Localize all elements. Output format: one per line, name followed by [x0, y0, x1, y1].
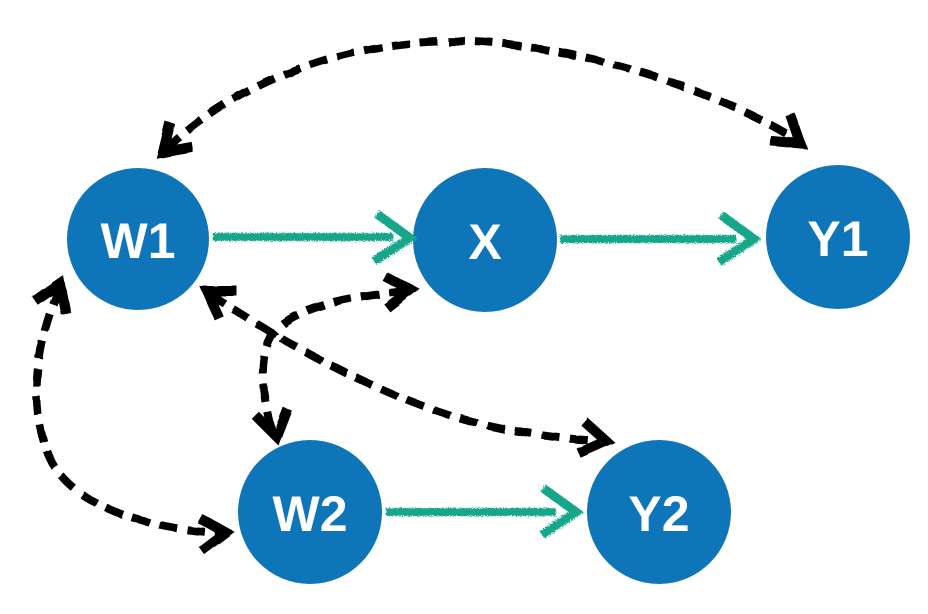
bidirected-edge-path	[207, 290, 602, 445]
node-X: X	[413, 168, 557, 312]
bidirected-edge-path	[258, 287, 408, 434]
node-label-X: X	[468, 214, 501, 270]
node-circle-X	[413, 168, 557, 312]
dashed-arrowhead-icon	[382, 271, 421, 313]
bidirected-edge-path	[163, 37, 800, 152]
dashed-arrowhead-icon	[156, 121, 194, 159]
bidirected-edge-W1-Y2	[199, 286, 616, 458]
chevron-arrowhead-icon	[539, 484, 584, 539]
node-circle-Y1	[766, 165, 910, 309]
chevron-arrowhead-icon	[371, 210, 418, 265]
dashed-arrowhead-icon	[199, 286, 237, 321]
edge-X-to-Y1	[560, 211, 762, 266]
dashed-arrowhead-icon	[769, 112, 808, 149]
dashed-arrowhead-icon	[32, 275, 71, 315]
chevron-arrowhead-icon	[716, 211, 762, 266]
node-circle-Y2	[587, 440, 731, 584]
edge-W1-to-X	[213, 210, 418, 265]
node-label-Y1: Y1	[807, 211, 868, 267]
node-label-W2: W2	[273, 486, 348, 542]
node-W1: W1	[67, 168, 209, 310]
dashed-arrowhead-icon	[576, 417, 616, 458]
node-label-W1: W1	[101, 213, 176, 269]
node-circle-W2	[238, 440, 382, 584]
bidirected-edge-W1-Y1	[156, 37, 808, 159]
node-W2: W2	[238, 440, 382, 584]
bidirected-edge-path	[32, 286, 222, 537]
edge-W2-to-Y2	[386, 484, 584, 539]
node-Y2: Y2	[587, 440, 731, 584]
bidirected-edge-X-W2	[252, 271, 421, 446]
dashed-arrowhead-icon	[252, 407, 293, 446]
bidirected-edge-W1-W2	[32, 275, 236, 556]
node-circle-W1	[67, 168, 209, 310]
dashed-arrowhead-icon	[197, 514, 236, 556]
node-label-Y2: Y2	[628, 486, 689, 542]
node-Y1: Y1	[766, 165, 910, 309]
